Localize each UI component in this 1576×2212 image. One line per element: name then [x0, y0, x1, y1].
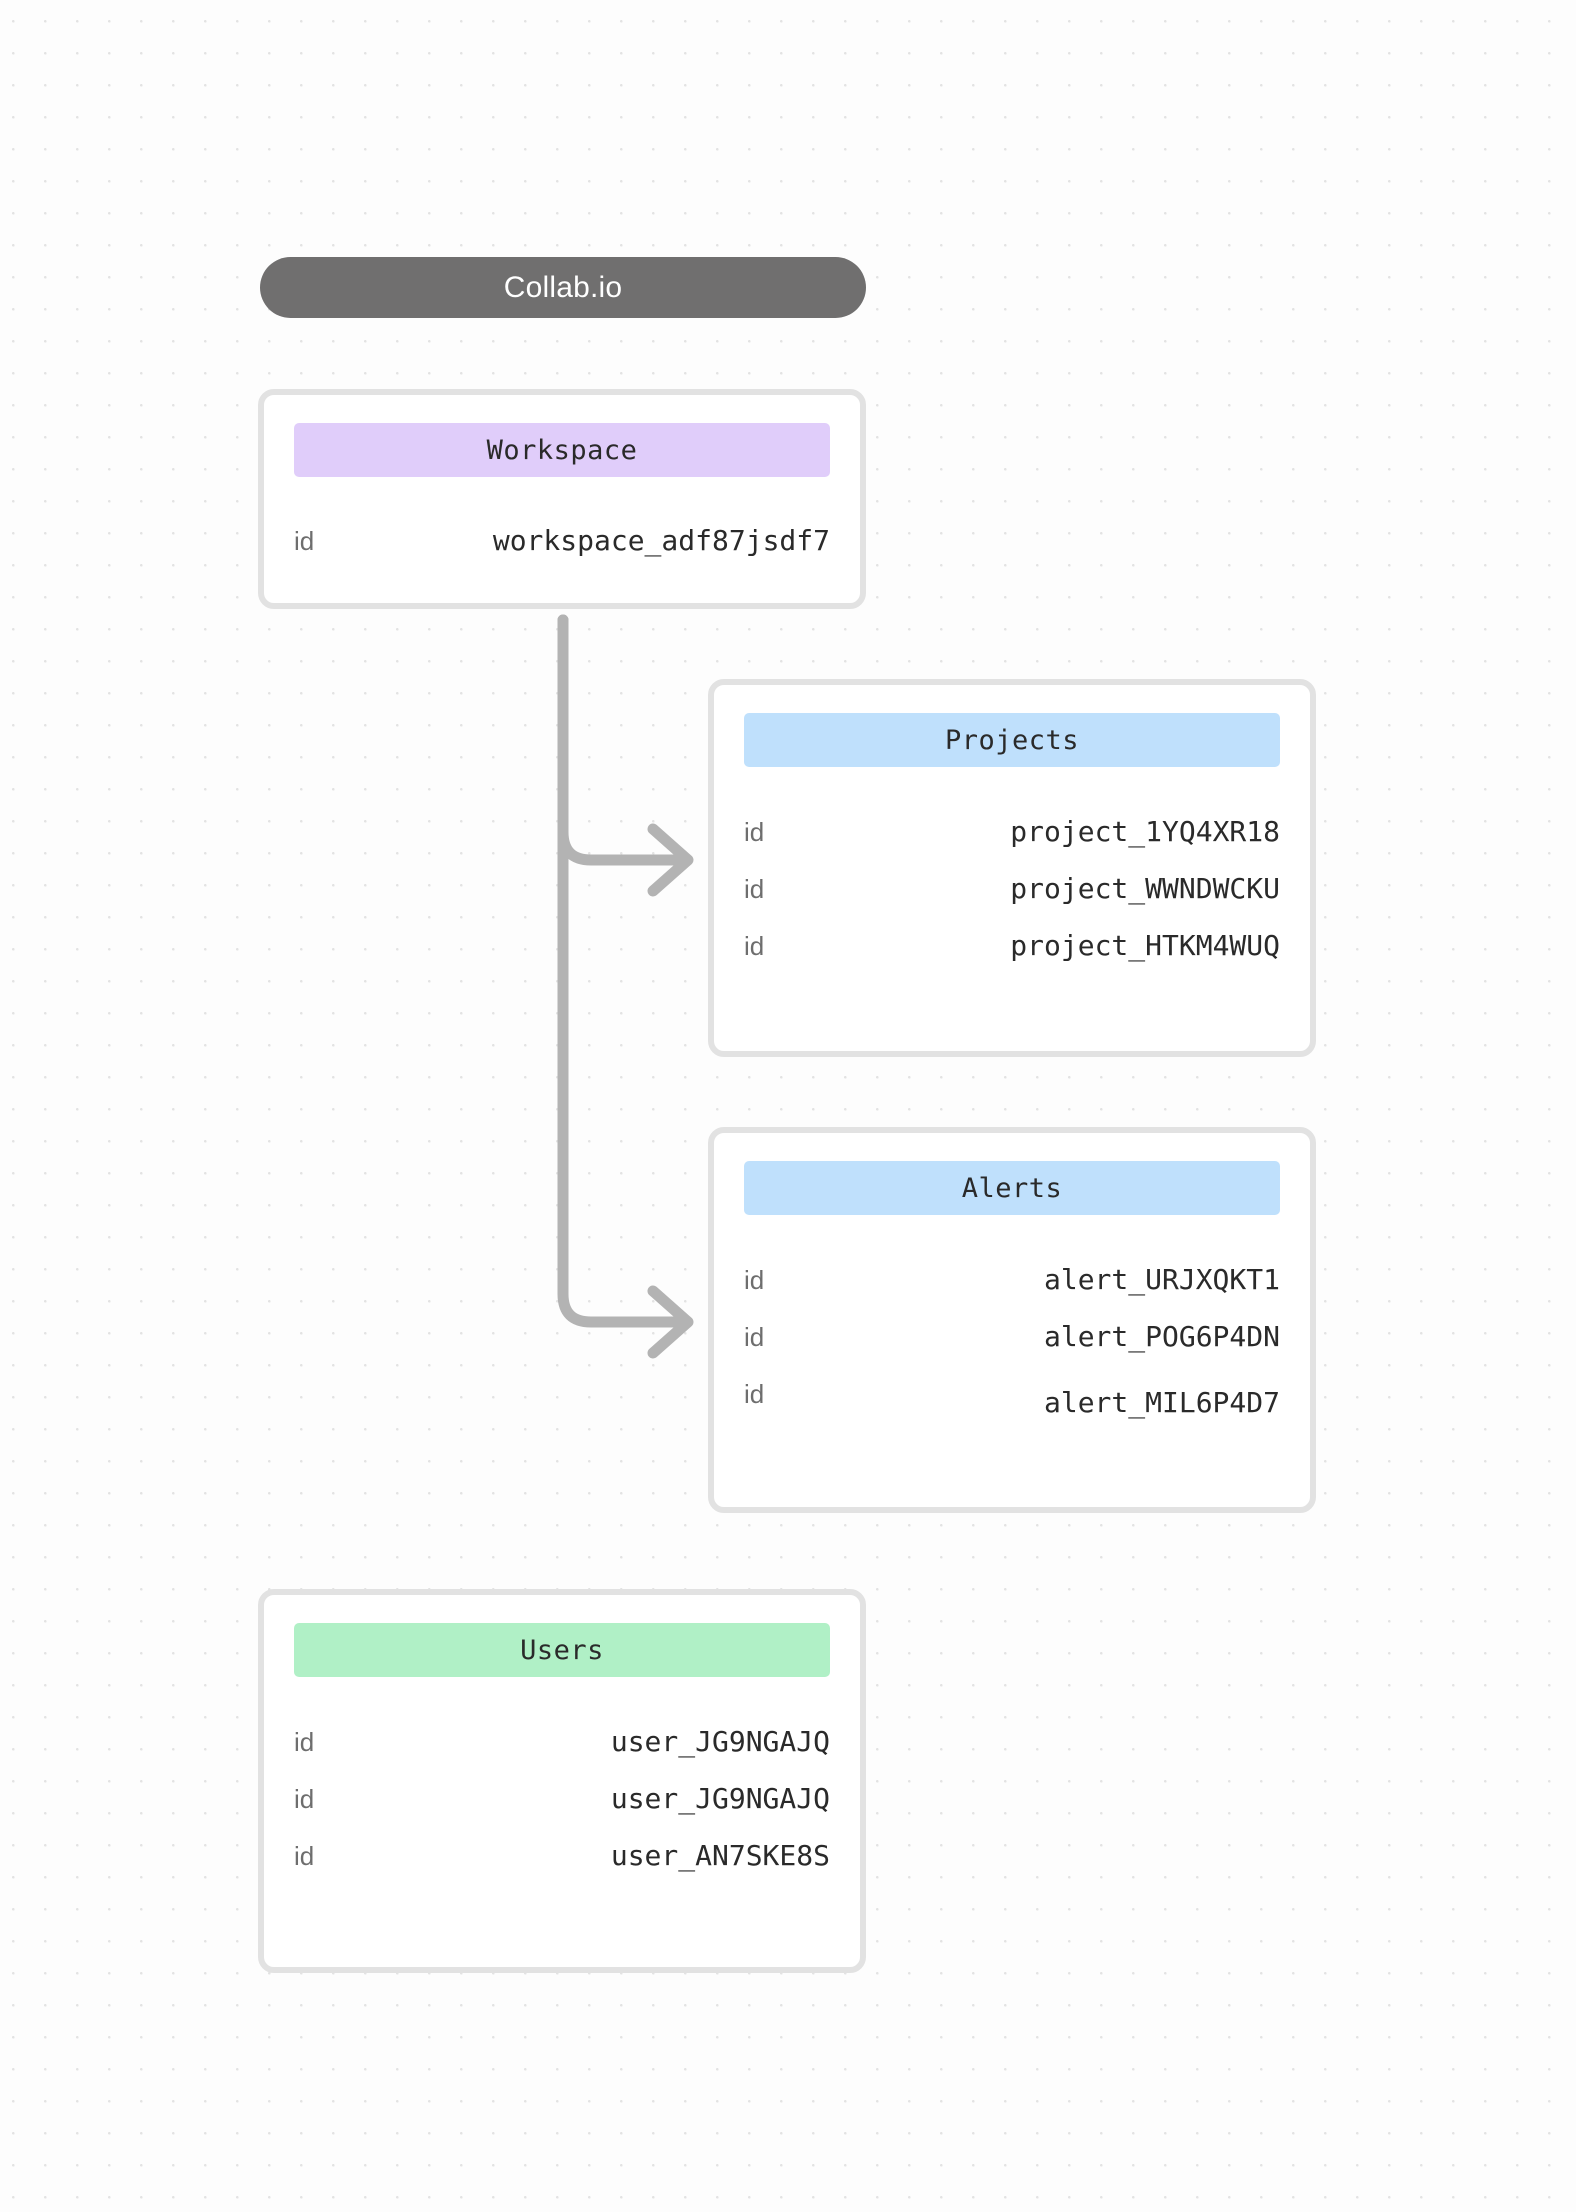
table-row: id user_AN7SKE8S: [294, 1836, 830, 1876]
table-row: id project_1YQ4XR18: [744, 812, 1280, 852]
row-value: user_JG9NGAJQ: [610, 1725, 830, 1758]
connector-workspace-to-alerts: [557, 614, 692, 1328]
arrowhead-alerts: [647, 1285, 694, 1359]
app-title-label: Collab.io: [503, 270, 623, 304]
row-value: project_HTKM4WUQ: [1010, 929, 1280, 962]
table-row: id user_JG9NGAJQ: [294, 1722, 830, 1762]
entity-card-workspace[interactable]: Workspace id workspace_adf87jsdf7: [258, 389, 866, 609]
row-key: id: [744, 1322, 765, 1352]
row-value: project_1YQ4XR18: [1010, 815, 1280, 848]
row-key: id: [744, 1379, 765, 1409]
entity-header-users: Users: [294, 1623, 830, 1677]
table-row: id alert_POG6P4DN: [744, 1317, 1280, 1357]
entity-title-projects: Projects: [944, 724, 1080, 756]
row-value: alert_POG6P4DN: [1043, 1320, 1280, 1353]
row-key: id: [294, 1727, 315, 1757]
table-row: id user_JG9NGAJQ: [294, 1779, 830, 1819]
table-row: id project_WWNDWCKU: [744, 869, 1280, 909]
row-key: id: [744, 931, 765, 961]
entity-title-users: Users: [520, 1634, 604, 1666]
row-key: id: [744, 874, 765, 904]
row-value: alert_URJXQKT1: [1043, 1263, 1280, 1296]
row-value: user_JG9NGAJQ: [610, 1782, 830, 1815]
row-key: id: [744, 1265, 765, 1295]
entity-title-alerts: Alerts: [961, 1172, 1063, 1204]
row-key: id: [294, 1841, 315, 1871]
row-key: id: [294, 526, 315, 556]
row-value: project_WWNDWCKU: [1010, 872, 1280, 905]
entity-card-alerts[interactable]: Alerts id alert_URJXQKT1 id alert_POG6P4…: [708, 1127, 1316, 1513]
table-row: id alert_MIL6P4D7: [744, 1374, 1280, 1419]
entity-card-users[interactable]: Users id user_JG9NGAJQ id user_JG9NGAJQ …: [258, 1589, 866, 1973]
entity-title-workspace: Workspace: [486, 434, 638, 466]
row-key: id: [744, 817, 765, 847]
app-title-pill[interactable]: Collab.io: [260, 257, 866, 318]
entity-header-workspace: Workspace: [294, 423, 830, 477]
row-value: user_AN7SKE8S: [610, 1839, 830, 1872]
table-row: id alert_URJXQKT1: [744, 1260, 1280, 1300]
arrowhead-projects: [647, 823, 694, 897]
row-value: workspace_adf87jsdf7: [492, 524, 830, 557]
connector-workspace-to-projects: [557, 614, 692, 866]
row-value: alert_MIL6P4D7: [1043, 1386, 1280, 1419]
entity-header-alerts: Alerts: [744, 1161, 1280, 1215]
row-key: id: [294, 1784, 315, 1814]
entity-header-projects: Projects: [744, 713, 1280, 767]
table-row: id project_HTKM4WUQ: [744, 926, 1280, 966]
table-row: id workspace_adf87jsdf7: [294, 521, 830, 561]
entity-card-projects[interactable]: Projects id project_1YQ4XR18 id project_…: [708, 679, 1316, 1057]
